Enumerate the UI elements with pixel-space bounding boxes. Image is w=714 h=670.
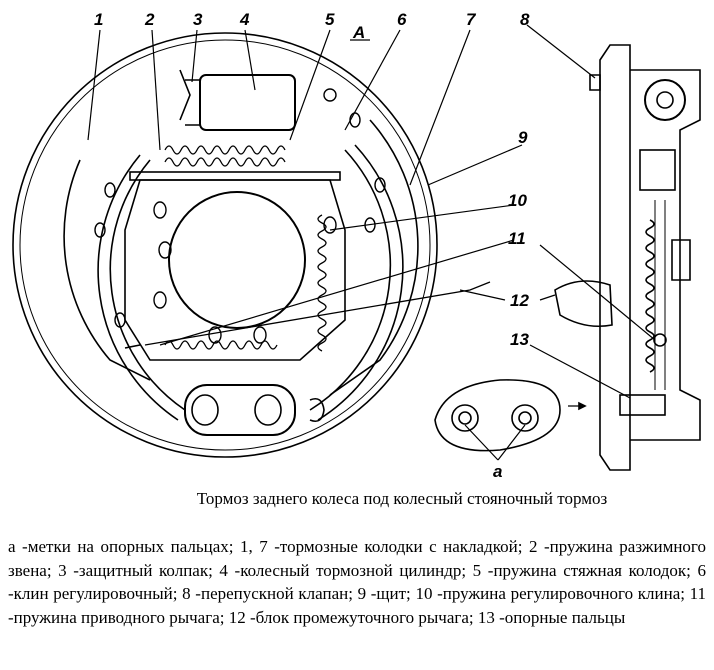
label-9: 9 (518, 128, 528, 147)
label-A: А (352, 23, 365, 42)
label-6: 6 (397, 10, 407, 29)
anchor-block (184, 384, 296, 436)
label-a: а (493, 462, 502, 481)
label-13: 13 (510, 330, 529, 349)
bolt-holes (94, 88, 386, 344)
support-pins-inset (434, 379, 587, 452)
label-11: 11 (508, 229, 526, 248)
label-5: 5 (325, 10, 335, 29)
spreader-bar (129, 171, 341, 181)
label-3: 3 (193, 10, 203, 29)
label-4: 4 (239, 10, 250, 29)
leader-lines (87, 24, 656, 461)
label-10: 10 (508, 191, 527, 210)
label-8: 8 (520, 10, 530, 29)
brake-shoe-right (309, 144, 404, 421)
brake-assembly-drawing: 1 2 3 4 5 А 6 7 8 9 10 11 12 13 а (12, 10, 701, 481)
wheel-cylinder (199, 74, 296, 131)
label-12: 12 (510, 291, 529, 310)
figure-caption: Тормоз заднего колеса под колесный стоян… (0, 489, 714, 509)
figure-legend: а -метки на опорных пальцах; 1, 7 -тормо… (8, 537, 706, 627)
hub-plate (124, 179, 346, 361)
hub-hole (168, 191, 306, 329)
figure-caption-text: Тормоз заднего колеса под колесный стоян… (196, 489, 608, 508)
backing-plate-rim (12, 32, 438, 458)
side-section-view (554, 44, 701, 471)
label-7: 7 (466, 10, 477, 29)
label-1: 1 (94, 10, 103, 29)
label-2: 2 (144, 10, 155, 29)
springs (164, 145, 327, 352)
